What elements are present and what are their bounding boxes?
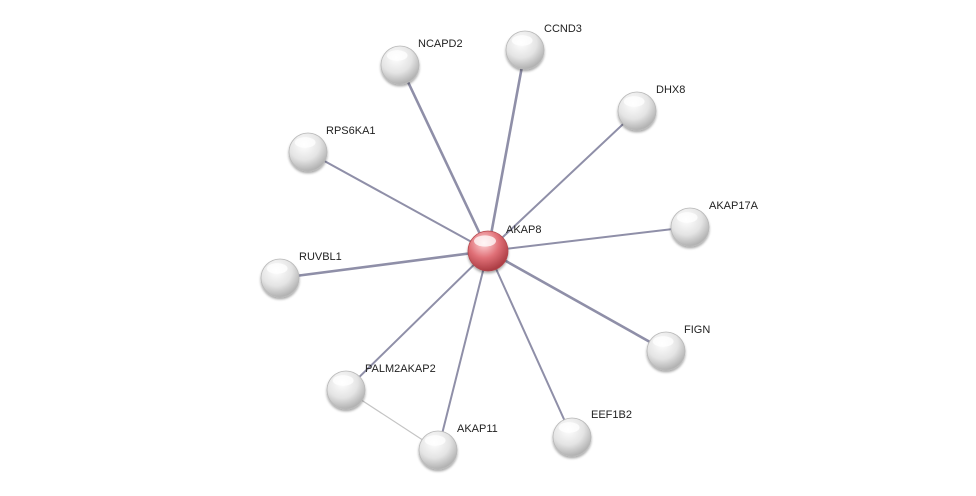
node-highlight [676,212,698,223]
node-label: AKAP8 [506,224,541,236]
node-ncapd2[interactable]: NCAPD2 [380,38,463,85]
node-highlight [332,375,354,386]
node-label: NCAPD2 [418,38,463,50]
node-highlight [558,422,580,433]
node-akap11[interactable]: AKAP11 [418,423,498,470]
node-label: RUVBL1 [299,251,342,263]
node-fign[interactable]: FIGN [646,324,710,371]
node-label: EEF1B2 [591,409,632,421]
node-dhx8[interactable]: DHX8 [617,84,685,131]
node-highlight [623,96,645,107]
node-label: FIGN [684,324,710,336]
node-rps6ka1[interactable]: RPS6KA1 [288,125,376,172]
node-label: AKAP17A [709,200,759,212]
edge-akap8-ruvbl1 [278,249,490,280]
edge-akap8-fign [486,249,668,353]
edge-akap8-dhx8 [487,110,638,252]
node-label: CCND3 [544,23,582,35]
node-highlight [511,35,533,46]
node-label: PALM2AKAP2 [365,363,436,375]
edge-akap8-rps6ka1 [307,151,489,252]
node-label: DHX8 [656,84,685,96]
node-label: AKAP11 [457,423,498,435]
node-eef1b2[interactable]: EEF1B2 [552,409,632,457]
edge-akap8-akap17a [487,226,691,252]
node-ccnd3[interactable]: CCND3 [505,23,582,70]
edge-akap8-eef1b2 [487,250,573,438]
node-highlight [424,435,446,446]
node-akap8[interactable]: AKAP8 [467,224,541,272]
node-label: RPS6KA1 [326,125,376,137]
node-highlight [294,137,316,148]
node-highlight [386,50,408,61]
node-palm2akap2[interactable]: PALM2AKAP2 [326,363,436,410]
edge-akap8-ccnd3 [486,48,527,253]
edge-akap8-akap11 [437,250,489,451]
node-akap17a[interactable]: AKAP17A [670,200,759,247]
node-highlight [266,263,288,274]
node-ruvbl1[interactable]: RUVBL1 [260,251,342,298]
node-highlight [652,336,674,347]
edge-akap8-palm2akap2 [345,250,489,391]
edge-akap8-ncapd2 [398,63,490,253]
node-highlight [474,235,496,247]
